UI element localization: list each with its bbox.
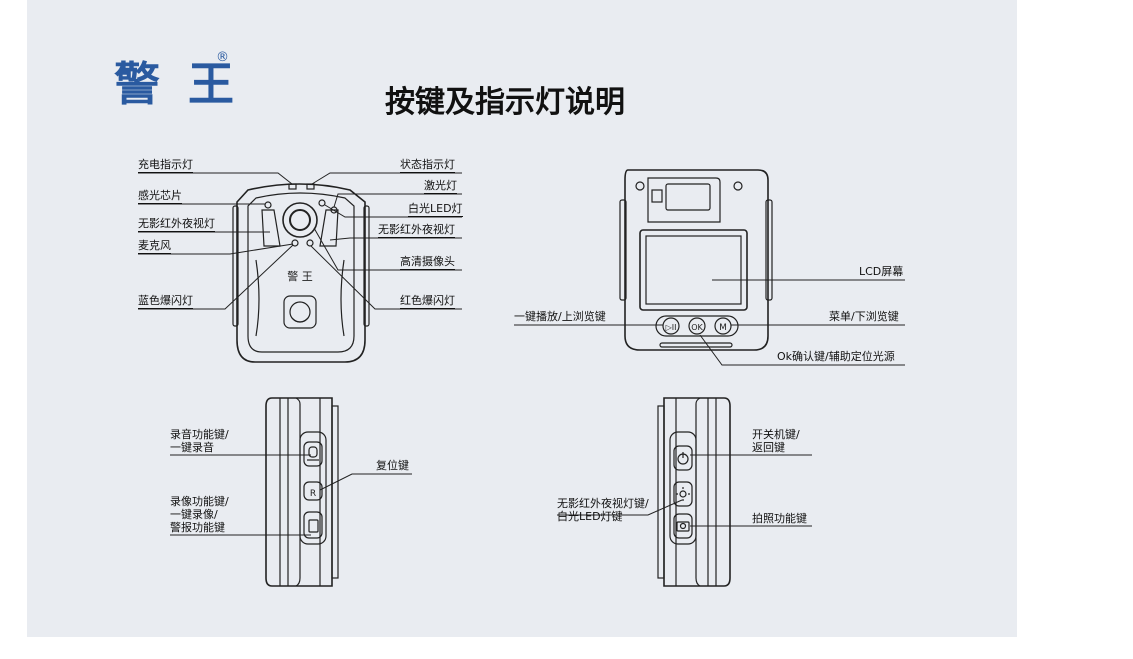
label-white-led: 白光LED灯 — [408, 202, 463, 217]
ok-button-icon: OK — [691, 323, 703, 332]
label-ir-left: 无影红外夜视灯 — [138, 217, 215, 232]
label-video-key-3: 警报功能键 — [170, 521, 225, 534]
brand-logo: 警 王 — [114, 57, 241, 111]
back-leader-lines — [514, 279, 905, 366]
back-view-device — [619, 169, 773, 351]
label-photo: 拍照功能键 — [752, 512, 807, 525]
menu-button-icon: M — [719, 323, 727, 333]
left-side-leader-lines — [170, 454, 412, 536]
right-side-leader-lines — [557, 454, 812, 527]
label-video-key-2: 一键录像/ — [170, 508, 218, 521]
label-ir-right: 无影红外夜视灯 — [378, 223, 455, 238]
label-power-1: 开关机键/ — [752, 428, 800, 441]
device-brand-text: 警 王 — [287, 269, 313, 283]
label-power-2: 返回键 — [752, 441, 785, 454]
label-reset: 复位键 — [376, 459, 409, 472]
front-leader-lines — [138, 172, 462, 310]
label-menu-down: 菜单/下浏览键 — [829, 310, 899, 323]
play-button-icon: ▷II — [666, 323, 677, 332]
label-light-sensor: 感光芯片 — [138, 189, 182, 204]
label-microphone: 麦克风 — [138, 239, 171, 254]
label-ok-key: Ok确认键/辅助定位光源 — [777, 350, 895, 363]
registered-mark: ® — [216, 50, 229, 65]
label-video-key-1: 录像功能键/ — [170, 495, 229, 508]
label-blue-flash: 蓝色爆闪灯 — [138, 294, 193, 309]
left-side-device — [265, 397, 339, 587]
label-lcd: LCD屏幕 — [859, 265, 904, 278]
label-status-indicator: 状态指示灯 — [400, 158, 455, 173]
label-play-up: 一键播放/上浏览键 — [514, 310, 606, 323]
reset-button-icon: R — [310, 489, 316, 499]
front-view-device — [232, 183, 370, 363]
background-panel — [27, 0, 1017, 637]
right-side-device — [657, 397, 731, 587]
label-audio-key-1: 录音功能键/ — [170, 428, 229, 441]
label-ir-key-1: 无影红外夜视灯键/ — [557, 497, 649, 510]
label-hd-camera: 高清摄像头 — [400, 255, 455, 270]
label-audio-key-2: 一键录音 — [170, 441, 214, 454]
page-title: 按键及指示灯说明 — [385, 85, 625, 120]
label-laser: 激光灯 — [424, 179, 457, 194]
label-ir-key-2: 白光LED灯键 — [557, 510, 623, 523]
label-charge-indicator: 充电指示灯 — [138, 158, 193, 173]
label-red-flash: 红色爆闪灯 — [400, 294, 455, 309]
